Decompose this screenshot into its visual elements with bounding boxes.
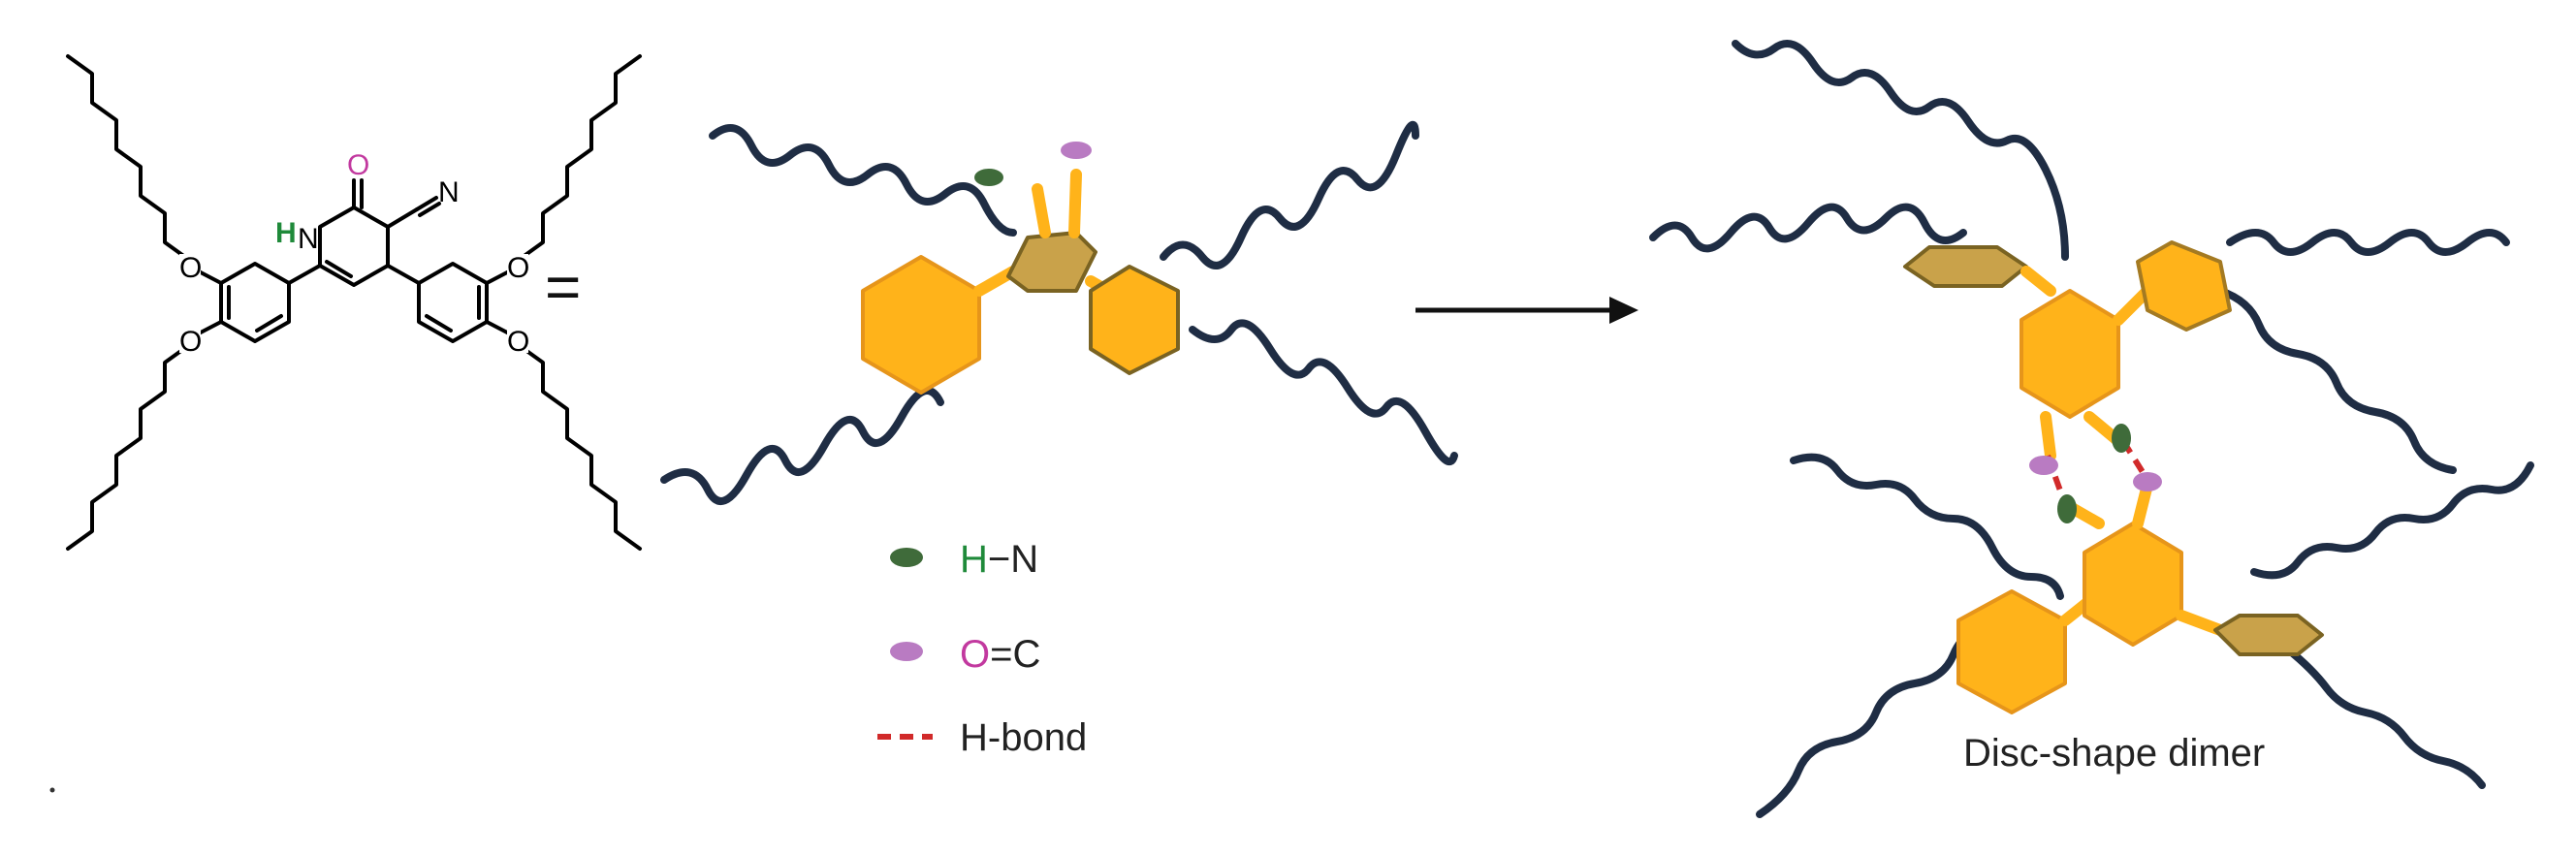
pyridone-ring xyxy=(318,206,390,287)
lower-central-hexagon xyxy=(2083,522,2183,647)
legend-hn-label: H−N xyxy=(960,538,1038,581)
lower-left-aryl-hexagon xyxy=(1956,589,2067,714)
ether-oxygen-label: O xyxy=(179,252,202,284)
alkyl-chain-cartoon xyxy=(2226,229,2510,256)
nh-legend-marker xyxy=(890,548,923,567)
disc-shape-dimer: Disc-shape dimer xyxy=(1649,40,2534,818)
legend-oc-label: O=C xyxy=(960,633,1040,676)
right-aryl-hexagon xyxy=(1089,265,1180,375)
alkyl-chain-cartoon xyxy=(1649,203,1967,253)
reaction-arrow xyxy=(1415,297,1638,324)
alkyl-chain-cartoon xyxy=(2216,287,2457,474)
ether-oxygen-label: O xyxy=(179,326,202,358)
carbonyl-oxygen-label: O xyxy=(347,149,369,181)
upper-right-aryl-hexagon xyxy=(2136,240,2232,332)
nh-marker xyxy=(2112,424,2131,453)
hydrogen-atom-label: H xyxy=(275,217,297,249)
dimer-caption: Disc-shape dimer xyxy=(1963,732,2265,775)
alkyl-chain-top-right xyxy=(517,54,642,262)
chemical-structure: O O O O H N O N xyxy=(66,54,642,551)
legend: H−N O=C H-bond xyxy=(877,538,1087,759)
oc-marker xyxy=(2029,456,2058,475)
alkyl-chain-cartoon xyxy=(709,124,1017,237)
nh-marker xyxy=(974,169,1003,186)
pyridone-double-bond xyxy=(325,260,353,278)
ether-oxygen-label: O xyxy=(507,252,529,284)
alkyl-chain-bottom-left xyxy=(66,343,191,551)
left-aryl-hexagon xyxy=(861,255,981,395)
oc-legend-marker xyxy=(890,642,923,661)
alkyl-chain-cartoon xyxy=(660,387,944,505)
central-pyridone-edge xyxy=(1006,231,1097,293)
lower-right-aryl-edge xyxy=(2213,614,2324,656)
ether-oxygen-label: O xyxy=(507,326,529,358)
nitrile-bond xyxy=(386,207,419,229)
equals-sign: = xyxy=(545,252,581,322)
alkyl-chain-cartoon xyxy=(1732,40,2069,261)
alkyl-chain-cartoon xyxy=(1189,319,1458,465)
amide-nitrogen-label: N xyxy=(298,223,319,255)
alkyl-chain-cartoon xyxy=(1160,120,1419,269)
nh-marker xyxy=(2057,494,2077,523)
alkyl-chain-cartoon xyxy=(2284,646,2486,789)
monomer-cartoon xyxy=(660,120,1458,505)
alkyl-chain-cartoon xyxy=(2250,461,2534,580)
alkyl-chain-bottom-right xyxy=(517,343,642,551)
right-aryl-ring xyxy=(417,262,489,343)
oc-marker xyxy=(2133,472,2162,491)
nitrile-nitrogen-label: N xyxy=(438,176,460,208)
stray-dot xyxy=(49,787,55,793)
alkyl-chain-top-left xyxy=(66,54,191,262)
upper-central-hexagon xyxy=(2019,289,2120,419)
oc-marker xyxy=(1061,142,1092,159)
left-aryl-ring xyxy=(219,262,291,343)
alkyl-chain-cartoon xyxy=(1790,453,2064,600)
alkyl-chain-cartoon xyxy=(1756,621,1996,818)
legend-hbond-label: H-bond xyxy=(960,716,1087,759)
upper-left-aryl-edge xyxy=(1903,245,2028,288)
